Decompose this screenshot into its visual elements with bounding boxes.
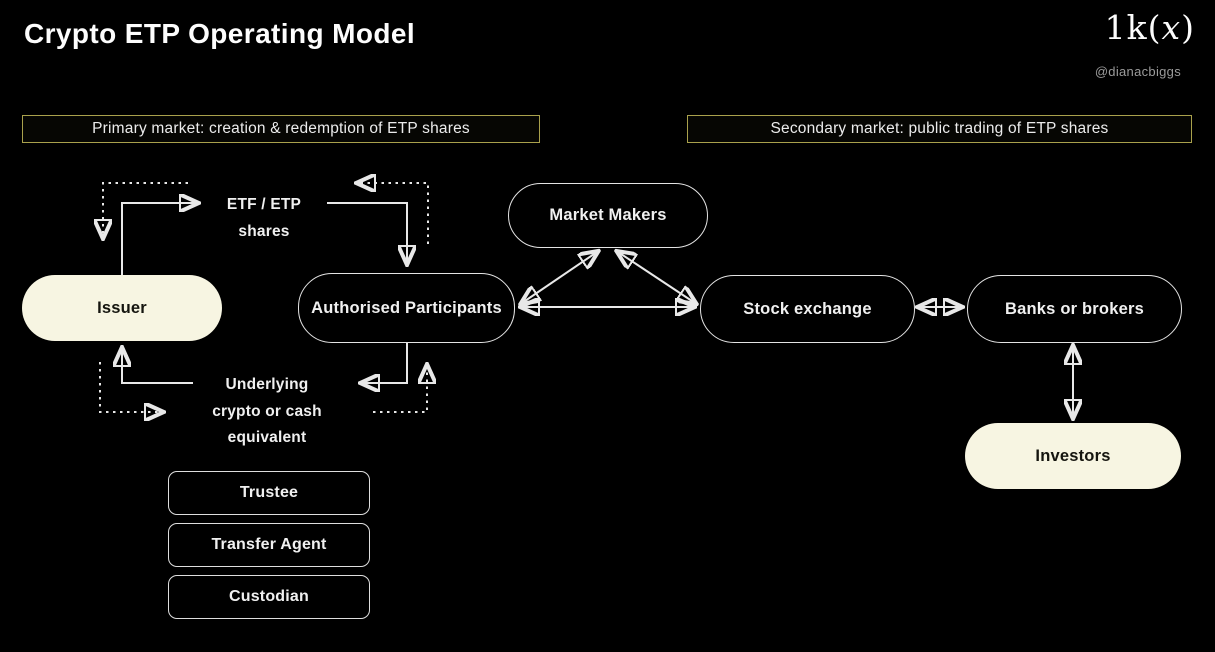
node-stock-exchange: Stock exchange bbox=[700, 275, 915, 343]
node-transfer-agent: Transfer Agent bbox=[168, 523, 370, 567]
node-issuer: Issuer bbox=[22, 275, 222, 341]
label-underlying-line3: equivalent bbox=[227, 429, 307, 446]
arrow-ap-market-makers bbox=[522, 252, 597, 303]
node-investors: Investors bbox=[965, 423, 1181, 489]
logo-x: x bbox=[1161, 8, 1182, 47]
dotted-arrow-to-issuer-top bbox=[103, 182, 188, 237]
dotted-arrow-ap-to-etf-shares bbox=[358, 183, 429, 244]
label-etf-etp-shares-line1: ETF / ETP bbox=[226, 196, 302, 213]
page-title: Crypto ETP Operating Model bbox=[24, 18, 416, 49]
arrow-authorised-participants-to-underlying bbox=[362, 342, 408, 383]
logo-prefix: 1k( bbox=[1104, 8, 1162, 47]
arrow-market-makers-stock-exchange bbox=[618, 252, 695, 303]
brand-logo-1kx: 1k(x) bbox=[1105, 8, 1195, 47]
label-underlying-line1: Underlying bbox=[225, 376, 309, 393]
node-market-makers: Market Makers bbox=[508, 183, 708, 248]
arrow-issuer-to-etf-shares bbox=[121, 203, 197, 275]
label-underlying-line2: crypto or cash bbox=[212, 402, 322, 420]
author-handle: @dianacbiggs bbox=[1094, 64, 1181, 79]
primary-market-section-label: Primary market: creation & redemption of… bbox=[22, 115, 540, 143]
logo-suffix: ) bbox=[1181, 8, 1195, 47]
dotted-arrow-issuer-to-underlying bbox=[99, 362, 162, 412]
label-etf-etp-shares-line2: shares bbox=[238, 223, 290, 240]
node-trustee: Trustee bbox=[168, 471, 370, 515]
node-custodian: Custodian bbox=[168, 575, 370, 619]
arrow-etf-shares-to-authorised-participants bbox=[327, 202, 407, 263]
dotted-arrow-underlying-to-ap bbox=[373, 366, 427, 413]
node-authorised-participants: Authorised Participants bbox=[298, 273, 515, 343]
label-etf-etp-shares: ETF / ETP shares bbox=[200, 191, 328, 245]
arrow-underlying-to-issuer bbox=[122, 349, 193, 384]
label-underlying-crypto: Underlying crypto or cash equivalent bbox=[203, 372, 331, 452]
secondary-market-section-label: Secondary market: public trading of ETP … bbox=[687, 115, 1192, 143]
node-banks-or-brokers: Banks or brokers bbox=[967, 275, 1182, 343]
